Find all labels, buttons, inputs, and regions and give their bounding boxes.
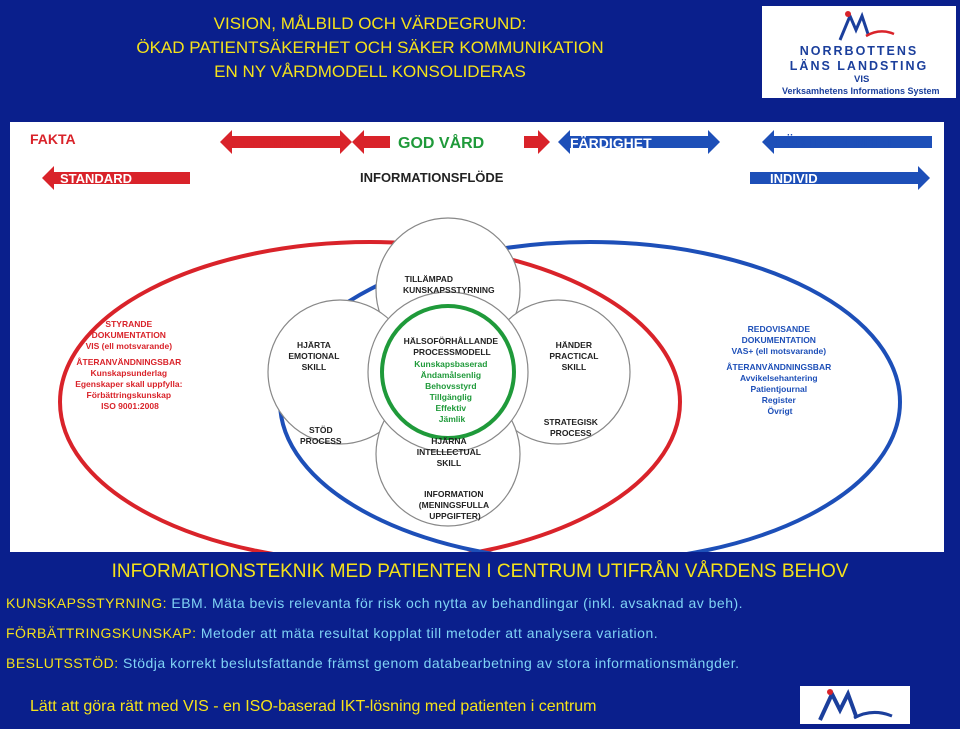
left-text-3: VIS (ell motsvarande) <box>86 341 173 351</box>
left-text-1: STYRANDE <box>105 319 152 329</box>
right-node-2: PRACTICAL <box>549 351 598 361</box>
right-text-3: VAS+ (ell motsvarande) <box>732 346 827 356</box>
logo-mark-icon <box>838 11 895 41</box>
label-fakta: FAKTA <box>30 131 76 147</box>
right-text-5: Avvikelsehantering <box>740 373 818 383</box>
arrow-funktion <box>220 130 352 154</box>
left-text-5: Kunskapsunderlag <box>91 368 168 378</box>
diagram-panel: FAKTA FUNKTION GOD VÅRD FÄRDIGHET FÖRTRO… <box>10 122 944 564</box>
arrow-right-center <box>524 130 550 154</box>
top-node-2: KUNSKAPSSTYRNING <box>403 285 495 295</box>
stod-1: STÖD <box>309 425 333 435</box>
line-2-key: FÖRBÄTTRINGSKUNSKAP: <box>6 625 197 641</box>
circle-center <box>367 291 529 453</box>
label-fortrogenhet: FÖRTROGENHET <box>776 133 894 149</box>
arrow-left-center <box>352 130 390 154</box>
svg-text:REDOVISANDE DOKUMENTATIO: REDOVISANDE DOKUMENTATION VAS+ (ell mots… <box>726 324 833 416</box>
right-text-4: ÅTERANVÄNDNINGSBAR <box>726 362 831 372</box>
right-text-1: REDOVISANDE <box>748 324 811 334</box>
center-item-4: Tillgänglig <box>430 392 472 402</box>
footer-logo <box>800 686 910 724</box>
right-text-8: Övrigt <box>767 406 792 416</box>
label-standard: STANDARD <box>60 171 132 186</box>
left-node-3: SKILL <box>302 362 326 372</box>
left-text-6: Egenskaper skall uppfylla: <box>75 379 182 389</box>
arrow-fortrogenhet <box>762 130 932 154</box>
line-beslutsstod: BESLUTSSTÖD: Stödja korrekt beslutsfatta… <box>6 655 739 671</box>
arrow-god-vard-bg <box>396 130 518 154</box>
information-1: INFORMATION <box>424 489 483 499</box>
center-item-1: Kunskapsbaserad <box>414 359 487 369</box>
center-head-1: HÄLSOFÖRHÅLLANDE <box>404 336 499 346</box>
strategisk-2: PROCESS <box>550 428 592 438</box>
svg-text:HÄLSOFÖRHÅLLANDE PROCESS: HÄLSOFÖRHÅLLANDE PROCESSMODELL <box>404 336 501 357</box>
label-god-vard: GOD VÅRD <box>398 133 484 152</box>
stod-2: PROCESS <box>300 436 342 446</box>
label-individ: INDIVID <box>770 171 818 186</box>
norrbotten-logo: NORRBOTTENS LÄNS LANDSTING VIS Verksamhe… <box>762 6 956 98</box>
title-line-2: ÖKAD PATIENTSÄKERHET OCH SÄKER KOMMUNIKA… <box>136 38 604 57</box>
section-heading: INFORMATIONSTEKNIK MED PATIENTEN I CENTR… <box>111 561 849 582</box>
information-2: (MENINGSFULLA <box>419 500 489 510</box>
footer-text: Lätt att göra rätt med VIS - en ISO-base… <box>30 698 597 715</box>
left-node-1: HJÄRTA <box>297 340 331 350</box>
circle-green <box>380 304 516 440</box>
information-3: UPPGIFTER) <box>429 511 481 521</box>
logo-line-1: NORRBOTTENS <box>799 44 919 58</box>
center-item-3: Behovsstyrd <box>425 381 477 391</box>
left-text-7: Förbättringskunskap <box>87 390 172 400</box>
line-1-value: EBM. Mäta bevis relevanta för risk och n… <box>166 595 744 611</box>
svg-text:TILLÄMPAD KUNSKAPSSTYRNI: TILLÄMPAD KUNSKAPSSTYRNING HJÄRTA EMOTIO… <box>288 274 600 521</box>
right-node-1: HÄNDER <box>556 340 592 350</box>
arrow-fardighet <box>558 130 720 154</box>
strategisk-1: STRATEGISK <box>544 417 599 427</box>
svg-text:STYRANDE DOKUMENTATION: STYRANDE DOKUMENTATION VIS (ell motsvara… <box>75 319 185 411</box>
label-funktion: FUNKTION <box>232 134 304 150</box>
left-text-8: ISO 9001:2008 <box>101 401 159 411</box>
center-item-2: Ändamålsenlig <box>421 370 481 380</box>
left-node-2: EMOTIONAL <box>288 351 339 361</box>
footer-logo-icon <box>818 688 893 721</box>
line-2-value: Metoder att mäta resultat kopplat till m… <box>196 625 659 641</box>
center-item-5: Effektiv <box>435 403 466 413</box>
arrow-individ <box>750 166 930 190</box>
arrow-standard <box>42 166 190 190</box>
label-informationsflode: INFORMATIONSFLÖDE <box>360 170 504 185</box>
left-text-2: DOKUMENTATION <box>92 330 166 340</box>
title-line-1: VISION, MÅLBILD OCH VÄRDEGRUND: <box>213 14 527 33</box>
title-line-3: EN NY VÅRDMODELL KONSOLIDERAS <box>214 62 526 81</box>
arrow-fakta <box>20 126 128 152</box>
svg-text:Kunskapsbaserad Ändamåls: Kunskapsbaserad Ändamålsenlig Behovsstyr… <box>414 359 490 424</box>
line-3-value: Stödja korrekt beslutsfattande främst ge… <box>118 655 740 671</box>
right-node-3: SKILL <box>562 362 586 372</box>
left-text-4: ÅTERANVÄNDNINGSBAR <box>76 357 181 367</box>
line-1-key: KUNSKAPSSTYRNING: <box>6 595 167 611</box>
bottom-node-1: HJÄRNA <box>431 436 466 446</box>
line-kunskapsstyrning: KUNSKAPSSTYRNING: EBM. Mäta bevis releva… <box>6 595 743 611</box>
right-text-7: Register <box>762 395 797 405</box>
line-3-key: BESLUTSSTÖD: <box>6 655 119 671</box>
line-forbattringskunskap: FÖRBÄTTRINGSKUNSKAP: Metoder att mäta re… <box>6 625 658 641</box>
care-model-diagram: FAKTA FUNKTION GOD VÅRD FÄRDIGHET FÖRTRO… <box>20 126 932 564</box>
center-head-2: PROCESSMODELL <box>413 347 490 357</box>
right-text-6: Patientjournal <box>750 384 807 394</box>
logo-vis-full: Verksamhetens Informations System <box>782 86 940 96</box>
right-text-2: DOKUMENTATION <box>742 335 816 345</box>
center-item-6: Jämlik <box>439 414 466 424</box>
logo-vis: VIS <box>854 74 870 85</box>
label-fardighet: FÄRDIGHET <box>570 135 652 151</box>
bottom-node-2: INTELLECTUAL <box>417 447 481 457</box>
top-node-1: TILLÄMPAD <box>405 274 453 284</box>
logo-line-2: LÄNS LANDSTING <box>789 59 929 73</box>
bottom-node-3: SKILL <box>437 458 461 468</box>
